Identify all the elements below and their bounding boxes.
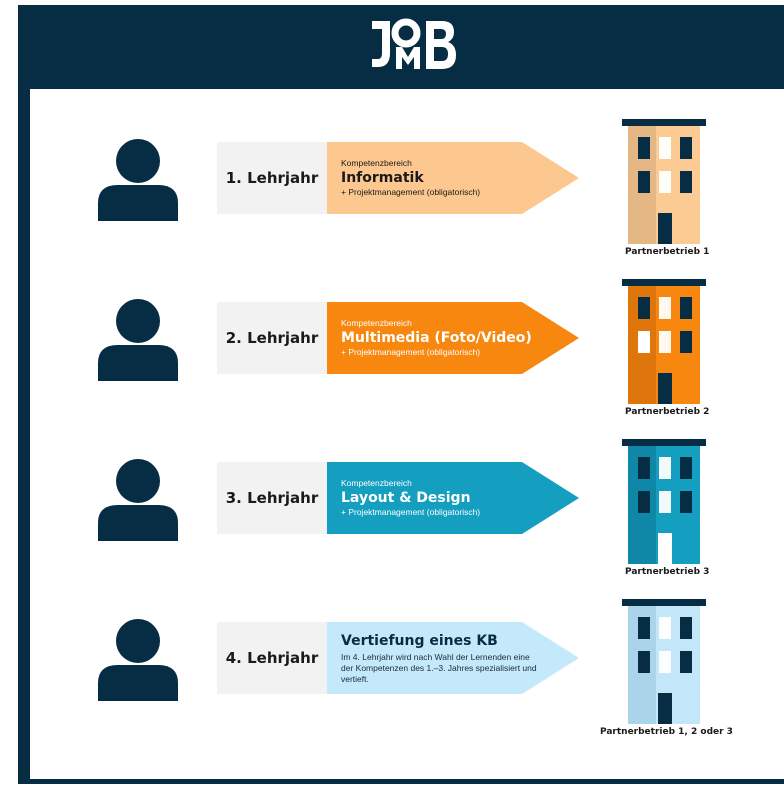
partner-caption: Partnerbetrieb 2 bbox=[625, 407, 710, 417]
year-row: 2. Lehrjahr Kompetenzbereich Multimedia … bbox=[30, 279, 784, 429]
content-panel: 1. Lehrjahr Kompetenzbereich Informatik … bbox=[30, 89, 784, 779]
person-icon bbox=[98, 139, 178, 221]
arrow-text: Kompetenzbereich Informatik + Projektman… bbox=[341, 142, 541, 214]
year-label: 1. Lehrjahr bbox=[217, 142, 327, 214]
year-row: 4. Lehrjahr Vertiefung eines KB Im 4. Le… bbox=[30, 599, 784, 749]
year-label: 3. Lehrjahr bbox=[217, 462, 327, 534]
arrow-shape bbox=[327, 142, 579, 214]
header bbox=[18, 5, 784, 89]
kb-subtitle: + Projektmanagement (obligatorisch) bbox=[341, 507, 481, 517]
arrow-text: Kompetenzbereich Multimedia (Foto/Video)… bbox=[341, 302, 541, 374]
kb-subtitle: + Projektmanagement (obligatorisch) bbox=[341, 347, 481, 357]
arrow-text: Vertiefung eines KB Im 4. Lehrjahr wird … bbox=[341, 622, 541, 694]
building-icon bbox=[622, 439, 706, 564]
kb-title: Informatik bbox=[341, 170, 424, 186]
competence-arrow: Kompetenzbereich Informatik + Projektman… bbox=[327, 142, 582, 214]
kb-subtitle: + Projektmanagement (obligatorisch) bbox=[341, 187, 481, 197]
kb-label: Kompetenzbereich bbox=[341, 318, 412, 328]
building-icon bbox=[622, 279, 706, 404]
kb-title: Vertiefung eines KB bbox=[341, 632, 498, 649]
kb-label: Kompetenzbereich bbox=[341, 478, 412, 488]
jomb-logo bbox=[372, 18, 456, 69]
arrow-text: Kompetenzbereich Layout & Design + Proje… bbox=[341, 462, 541, 534]
person-icon bbox=[98, 299, 178, 381]
frame: 1. Lehrjahr Kompetenzbereich Informatik … bbox=[18, 5, 784, 784]
arrow-shape bbox=[327, 462, 579, 534]
year-label: 2. Lehrjahr bbox=[217, 302, 327, 374]
arrow-shape bbox=[327, 302, 579, 374]
year-label: 4. Lehrjahr bbox=[217, 622, 327, 694]
person-icon bbox=[98, 459, 178, 541]
kb-title: Layout & Design bbox=[341, 490, 471, 506]
person-icon bbox=[98, 619, 178, 701]
building-icon bbox=[622, 119, 706, 244]
building-icon bbox=[622, 599, 706, 724]
year-row: 3. Lehrjahr Kompetenzbereich Layout & De… bbox=[30, 439, 784, 589]
partner-caption: Partnerbetrieb 1, 2 oder 3 bbox=[600, 727, 733, 737]
competence-arrow: Vertiefung eines KB Im 4. Lehrjahr wird … bbox=[327, 622, 582, 694]
competence-arrow: Kompetenzbereich Layout & Design + Proje… bbox=[327, 462, 582, 534]
kb-label: Kompetenzbereich bbox=[341, 158, 412, 168]
competence-arrow: Kompetenzbereich Multimedia (Foto/Video)… bbox=[327, 302, 582, 374]
partner-caption: Partnerbetrieb 1 bbox=[625, 247, 710, 257]
kb-title: Multimedia (Foto/Video) bbox=[341, 330, 532, 346]
partner-caption: Partnerbetrieb 3 bbox=[625, 567, 710, 577]
kb-description: Im 4. Lehrjahr wird nach Wahl der Lernen… bbox=[341, 651, 537, 684]
year-row: 1. Lehrjahr Kompetenzbereich Informatik … bbox=[30, 119, 784, 269]
arrow-shape bbox=[327, 622, 579, 694]
